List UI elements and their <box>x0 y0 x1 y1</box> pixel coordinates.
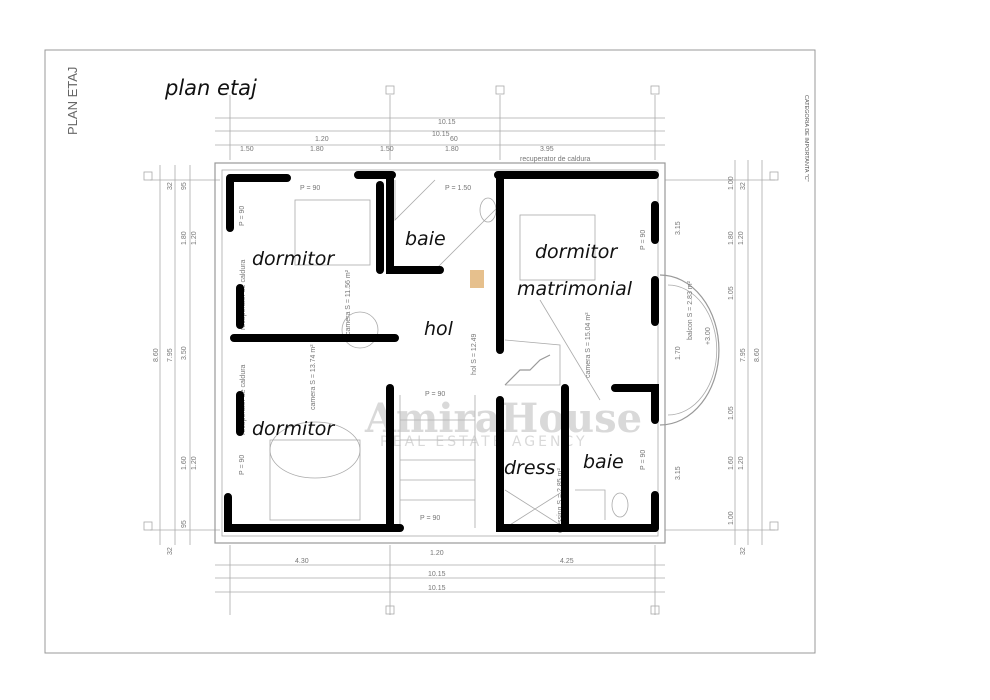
dim-bottom-seg: 1.20 <box>430 550 444 557</box>
dim-top-seg: 1.20 <box>315 136 329 143</box>
dim-right: 8.60 <box>754 348 761 362</box>
dim-left: 95 <box>181 520 188 528</box>
note-window: P = 90 <box>425 391 445 398</box>
note-window: P = 90 <box>640 450 647 470</box>
dim-right: 7.95 <box>740 348 747 362</box>
dimension-lines-left <box>143 165 220 545</box>
dim-top-total-1: 10.15 <box>438 119 456 126</box>
dim-left: 1.60 <box>181 456 188 470</box>
dim-right: 1.20 <box>738 231 745 245</box>
dim-right: 1.05 <box>728 286 735 300</box>
category-note: CATEGORIA DE IMPORTANTA "C" <box>803 95 809 182</box>
recuperator-top: recuperator de caldura <box>520 156 591 163</box>
plan-title: plan etaj <box>164 76 257 100</box>
note-balcon: balcon S = 2.83 m² <box>687 280 694 340</box>
dim-bottom-total-2: 10.15 <box>428 585 446 592</box>
note-window: P = 90 <box>239 455 246 475</box>
dim-left: 32 <box>167 547 174 555</box>
dim-top-seg: 1.80 <box>310 146 324 153</box>
dim-left: 1.80 <box>181 231 188 245</box>
dimension-lines-right <box>665 160 779 545</box>
dim-right: 1.00 <box>728 511 735 525</box>
dimension-lines-bottom <box>215 545 665 615</box>
dim-left: 1.20 <box>191 231 198 245</box>
plan-notes: camera S = 11.56 m² camera S = 13.74 m² … <box>239 185 712 533</box>
note-window: P = 90 <box>239 206 246 226</box>
note-camera-2: camera S = 13.74 m² <box>310 344 317 410</box>
dim-top-seg: 1.50 <box>240 146 254 153</box>
dim-top-seg: 60 <box>450 136 458 143</box>
walls <box>224 171 659 532</box>
note-camera-1: camera S = 11.56 m² <box>345 269 352 335</box>
room-label-dormitor-matrimonial: dormitor <box>535 241 618 263</box>
room-label-dormitor-1: dormitor <box>252 248 335 270</box>
room-label-hol: hol <box>424 318 454 340</box>
dim-top-seg: 1.80 <box>445 146 459 153</box>
dim-top-total-2: 10.15 <box>432 131 450 138</box>
dim-right: 1.70 <box>675 346 682 360</box>
dim-bottom-seg: 4.30 <box>295 558 309 565</box>
note-level: +3.00 <box>705 327 712 345</box>
note-window: P = 90 <box>300 185 320 192</box>
dim-right: 32 <box>740 547 747 555</box>
room-label-dress: dress <box>504 457 555 479</box>
dim-right: 1.80 <box>728 231 735 245</box>
dim-right: 1.20 <box>738 456 745 470</box>
dim-top-seg: 1.50 <box>380 146 394 153</box>
side-title: PLAN ETAJ <box>65 67 80 135</box>
dim-right: 1.00 <box>728 176 735 190</box>
plan-outline <box>214 162 720 544</box>
dim-left: 32 <box>167 182 174 190</box>
note-window: P = 1.50 <box>445 185 471 192</box>
note-camera-3: camera S = 15.04 m² <box>585 312 592 378</box>
note-window: P = 90 <box>640 230 647 250</box>
room-label-dormitor-2: dormitor <box>252 418 335 440</box>
note-hol: hol S = 12.49 <box>471 333 478 375</box>
dim-left: 1.20 <box>191 456 198 470</box>
dim-right: 1.05 <box>728 406 735 420</box>
dim-right: 1.60 <box>728 456 735 470</box>
watermark-sub: REAL ESTATE AGENCY <box>380 434 588 450</box>
dim-bottom-total-1: 10.15 <box>428 571 446 578</box>
room-label-matrimonial: matrimonial <box>517 278 633 300</box>
sheet-border <box>44 49 816 654</box>
dim-left: 7.95 <box>167 348 174 362</box>
dim-left: 95 <box>181 182 188 190</box>
dim-right: 3.15 <box>675 466 682 480</box>
room-label-baie-1: baie <box>405 228 446 250</box>
note-dressing: dressing S = 2.85 m² <box>557 468 564 533</box>
dim-right: 3.15 <box>675 221 682 235</box>
dim-right: 32 <box>740 182 747 190</box>
dimension-lines-top <box>215 85 665 160</box>
dim-bottom-seg: 4.25 <box>560 558 574 565</box>
room-label-baie-2: baie <box>583 451 624 473</box>
dim-left: 8.60 <box>153 348 160 362</box>
note-window: P = 90 <box>420 515 440 522</box>
dim-left: 3.50 <box>181 346 188 360</box>
dim-top-seg: 3.95 <box>540 146 554 153</box>
